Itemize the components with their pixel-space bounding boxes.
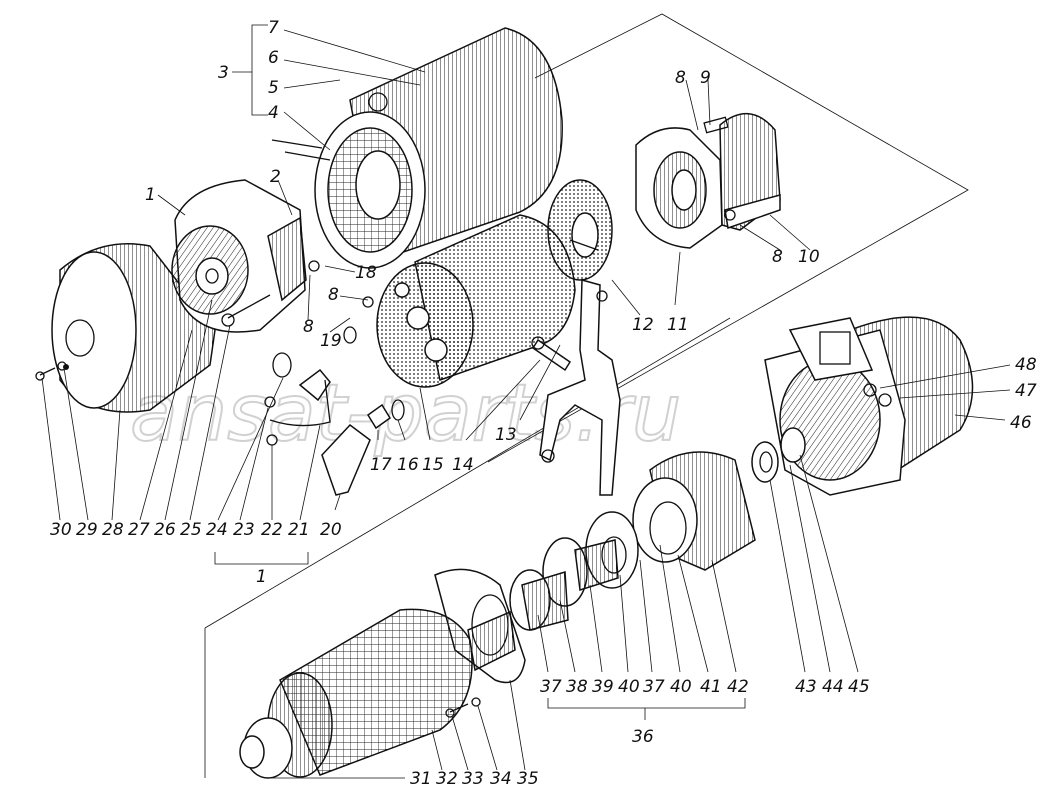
clutch-stack-37-41	[509, 511, 639, 631]
flange-11	[635, 127, 723, 249]
callout-20: 20	[320, 520, 342, 540]
callout-33: 33	[462, 769, 484, 789]
callout-37-a: 37	[540, 677, 562, 697]
callout-21: 21	[288, 520, 310, 540]
callout-41: 41	[700, 677, 722, 697]
callout-35: 35	[517, 769, 539, 789]
callout-40-b: 40	[670, 677, 692, 697]
callout-17: 17	[370, 455, 392, 475]
callout-8-b: 8	[772, 247, 783, 267]
callout-32: 32	[436, 769, 458, 789]
callout-46: 46	[1010, 413, 1032, 433]
washers-43-45	[751, 427, 806, 483]
callout-23: 23	[233, 520, 255, 540]
callout-1-bottom: 1	[256, 567, 267, 587]
callout-38: 38	[566, 677, 588, 697]
drive-housing-46	[764, 316, 974, 496]
callout-30: 30	[50, 520, 72, 540]
stator-housing-3	[271, 27, 563, 269]
callout-37-b: 37	[643, 677, 665, 697]
callout-13: 13	[495, 425, 517, 445]
armature-32	[239, 608, 516, 779]
lever-13	[539, 279, 621, 496]
callout-6: 6	[268, 48, 279, 68]
callout-34: 34	[490, 769, 512, 789]
relay-15	[376, 214, 599, 388]
callout-28: 28	[102, 520, 124, 540]
callout-26: 26	[154, 520, 176, 540]
callout-1-top: 1	[145, 185, 156, 205]
callout-44: 44	[822, 677, 844, 697]
callout-40-a: 40	[618, 677, 640, 697]
callout-42: 42	[727, 677, 749, 697]
callout-19: 19	[320, 331, 342, 351]
callout-12: 12	[632, 315, 654, 335]
callout-4: 4	[268, 103, 279, 123]
callout-47: 47	[1015, 381, 1037, 401]
callout-16: 16	[397, 455, 419, 475]
callout-48: 48	[1015, 355, 1037, 375]
callout-5: 5	[268, 78, 279, 98]
callout-22: 22	[261, 520, 283, 540]
housing-cover-1	[171, 179, 307, 333]
small-parts-20-25	[221, 260, 405, 496]
callout-43: 43	[795, 677, 817, 697]
callout-39: 39	[592, 677, 614, 697]
callout-10: 10	[798, 247, 820, 267]
pin-14	[531, 336, 572, 372]
callout-11: 11	[667, 315, 689, 335]
callout-3: 3	[218, 63, 229, 83]
assembly-frame-lines	[204, 13, 969, 778]
leader-lines	[41, 24, 1011, 779]
callout-labels: 7 6 3 5 4 1 2 8 9 8 10 11 12 18 8 19 8 1…	[50, 18, 1037, 789]
callout-29: 29	[76, 520, 98, 540]
drive-gear-42	[632, 451, 756, 571]
callout-2: 2	[270, 167, 281, 187]
callout-36: 36	[632, 727, 654, 747]
bolts	[35, 361, 481, 718]
callout-8-a: 8	[675, 68, 686, 88]
callout-7: 7	[268, 18, 279, 38]
callout-25: 25	[180, 520, 202, 540]
callout-9: 9	[700, 68, 711, 88]
callout-18: 18	[355, 263, 377, 283]
callout-8-c: 8	[328, 285, 339, 305]
callout-31: 31	[410, 769, 432, 789]
callout-24: 24	[206, 520, 228, 540]
callout-45: 45	[848, 677, 870, 697]
callout-15: 15	[422, 455, 444, 475]
callout-27: 27	[128, 520, 150, 540]
callout-8-d: 8	[303, 317, 314, 337]
solenoid-10	[703, 112, 781, 231]
callout-14: 14	[452, 455, 474, 475]
